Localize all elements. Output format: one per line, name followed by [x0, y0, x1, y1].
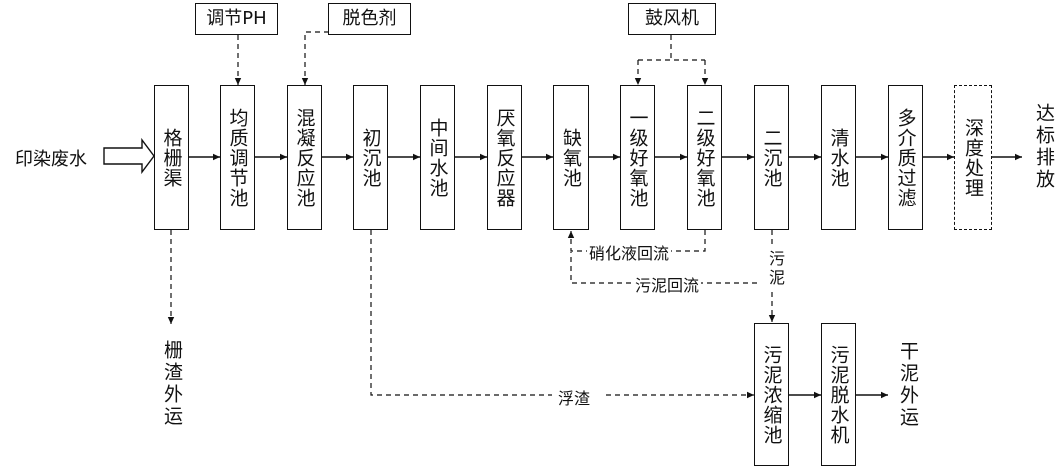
multimedia-filter-unit: 多介质过滤 [888, 85, 923, 230]
scum-label: 浮渣 [556, 385, 593, 409]
screenings-out-label: 栅渣外运 [161, 340, 183, 428]
scum-line [370, 230, 552, 396]
wastewater-inlet-label: 印染废水 [15, 149, 87, 170]
aerobic-tank-1-unit: 一级好氧池 [620, 85, 655, 230]
coagulation-tank-unit: 混凝反应池 [287, 85, 322, 230]
dry-sludge-out-label: 干泥外运 [897, 341, 919, 429]
ph-adjust-box: 调节PH [195, 3, 278, 35]
sludge-return-label: 污泥回流 [633, 272, 702, 296]
anaerobic-reactor-unit: 厌氧反应器 [487, 85, 522, 230]
nitrification-return-line [567, 230, 706, 252]
secondary-settling-unit: 二沉池 [754, 85, 789, 230]
sludge-dewatering-unit: 污泥脱水机 [821, 323, 856, 466]
sludge-label: 污泥 [763, 250, 787, 288]
aerobic-tank-2-unit: 二级好氧池 [687, 85, 722, 230]
grille-channel-unit: 格栅渠 [154, 85, 189, 230]
sludge-thickener-unit: 污泥浓缩池 [754, 323, 789, 466]
nitrification-return-label: 硝化液回流 [587, 240, 672, 264]
advanced-treatment-unit: 深度处理 [954, 85, 992, 230]
inlet-hollow-arrow [103, 137, 155, 175]
equalization-tank-unit: 均质调节池 [220, 85, 255, 230]
anoxic-tank-unit: 缺氧池 [553, 85, 589, 230]
intermediate-tank-unit: 中间水池 [420, 85, 455, 230]
clear-water-tank-unit: 清水池 [821, 85, 856, 230]
blower-box: 鼓风机 [628, 3, 716, 35]
discharge-label: 达标排放 [1033, 103, 1055, 191]
decolorizer-box: 脱色剂 [328, 3, 411, 35]
primary-settling-unit: 初沉池 [353, 85, 388, 230]
